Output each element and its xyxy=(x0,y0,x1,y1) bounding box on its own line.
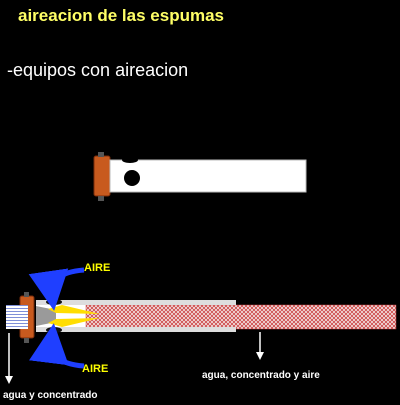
top-nozzle-air-hole xyxy=(124,170,140,186)
page-subtitle: -equipos con aireacion xyxy=(7,60,189,80)
inner-wall-top xyxy=(36,300,236,305)
label-water-concentrate: agua y concentrado xyxy=(3,390,97,401)
air-inlet-top xyxy=(46,299,62,305)
pointer-water-concentrate xyxy=(5,333,13,384)
top-nozzle-air-inlet xyxy=(122,157,138,163)
top-nozzle-coupling-tab xyxy=(98,152,104,157)
foam-flow xyxy=(85,304,397,330)
bottom-nozzle-section xyxy=(6,292,397,343)
page-title: aireacion de las espumas xyxy=(18,6,224,25)
inner-wall-bottom xyxy=(36,327,236,332)
jet-cone xyxy=(36,306,56,326)
pointer-water-concentrate-air xyxy=(256,332,264,360)
air-arrow-top xyxy=(28,267,85,311)
air-arrow-bottom xyxy=(29,323,85,369)
top-nozzle-coupling xyxy=(93,155,111,197)
top-nozzle xyxy=(93,152,307,201)
bottom-coupling-tab xyxy=(24,338,29,343)
label-air-top: AIRE xyxy=(84,262,110,274)
bottom-coupling-tab xyxy=(24,292,29,297)
air-inlet-bottom xyxy=(46,327,62,333)
label-air-bottom: AIRE xyxy=(82,363,108,375)
label-water-concentrate-air: agua, concentrado y aire xyxy=(202,370,320,381)
water-inlet xyxy=(6,305,28,329)
top-nozzle-coupling-tab xyxy=(98,196,104,201)
top-nozzle-tube xyxy=(109,159,307,193)
